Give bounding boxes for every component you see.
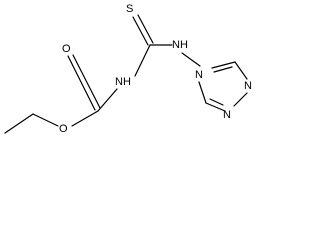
bond-ring-n2-c3 xyxy=(234,61,248,80)
triazole-n1-label: N xyxy=(223,109,231,121)
ester-oxygen-label: O xyxy=(59,123,68,135)
triazole-n2-label: N xyxy=(244,80,252,92)
triazole-n4-label: N xyxy=(195,69,203,81)
bond-ring-c3-n4-inner xyxy=(213,66,233,73)
bond-ring-n4-c5 xyxy=(198,81,207,104)
bond-carbonyl-double-b xyxy=(72,54,101,109)
bond-carbonyl-c-nh xyxy=(97,88,118,112)
bond-ring-c5-n1 xyxy=(205,102,226,112)
amide-nh-label: NH xyxy=(115,76,131,88)
sulfur-label: S xyxy=(126,3,133,15)
bond-carbonyl-double-a xyxy=(67,55,96,111)
bond-nh-triazole-n xyxy=(181,52,201,67)
carbonyl-oxygen-label: O xyxy=(62,43,71,55)
bond-o-carbonyl-c xyxy=(71,110,99,127)
chemical-structure: O O NH S NH N N N xyxy=(4,3,252,135)
bond-ring-c3-n4 xyxy=(211,61,236,69)
bond-thio-double-b xyxy=(137,14,154,44)
bond-ethyl-ch2-o xyxy=(32,113,59,127)
bond-ring-c5-n1-inner xyxy=(209,98,224,106)
bond-ethyl-ch3-ch2 xyxy=(4,113,34,134)
bond-ring-n1-n2 xyxy=(233,92,248,107)
thioamide-nh-label: NH xyxy=(172,39,188,51)
bond-thio-double-a xyxy=(132,16,149,46)
bond-nh-thio-c xyxy=(134,44,151,77)
